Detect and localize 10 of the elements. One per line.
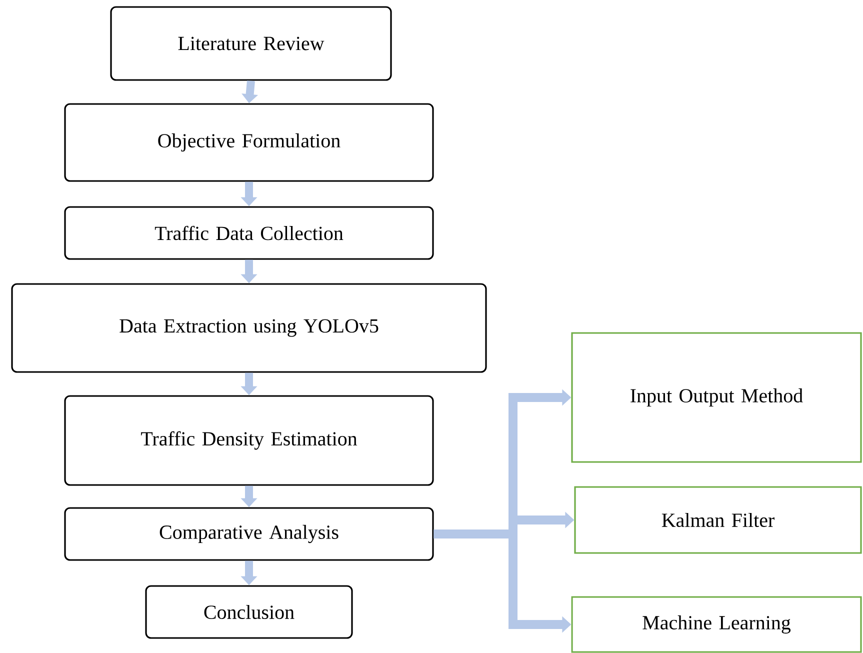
process-box: Traffic Data Collection [64,206,434,260]
process-box: Literature Review [110,6,392,81]
process-box: Conclusion [145,585,353,639]
process-box: Objective Formulation [64,103,434,182]
method-box: Machine Learning [571,596,862,653]
process-box: Data Extraction using YOLOv5 [11,283,487,373]
method-box: Input Output Method [571,332,862,463]
process-box: Comparative Analysis [64,507,434,561]
method-box: Kalman Filter [574,486,862,554]
process-box: Traffic Density Estimation [64,395,434,486]
